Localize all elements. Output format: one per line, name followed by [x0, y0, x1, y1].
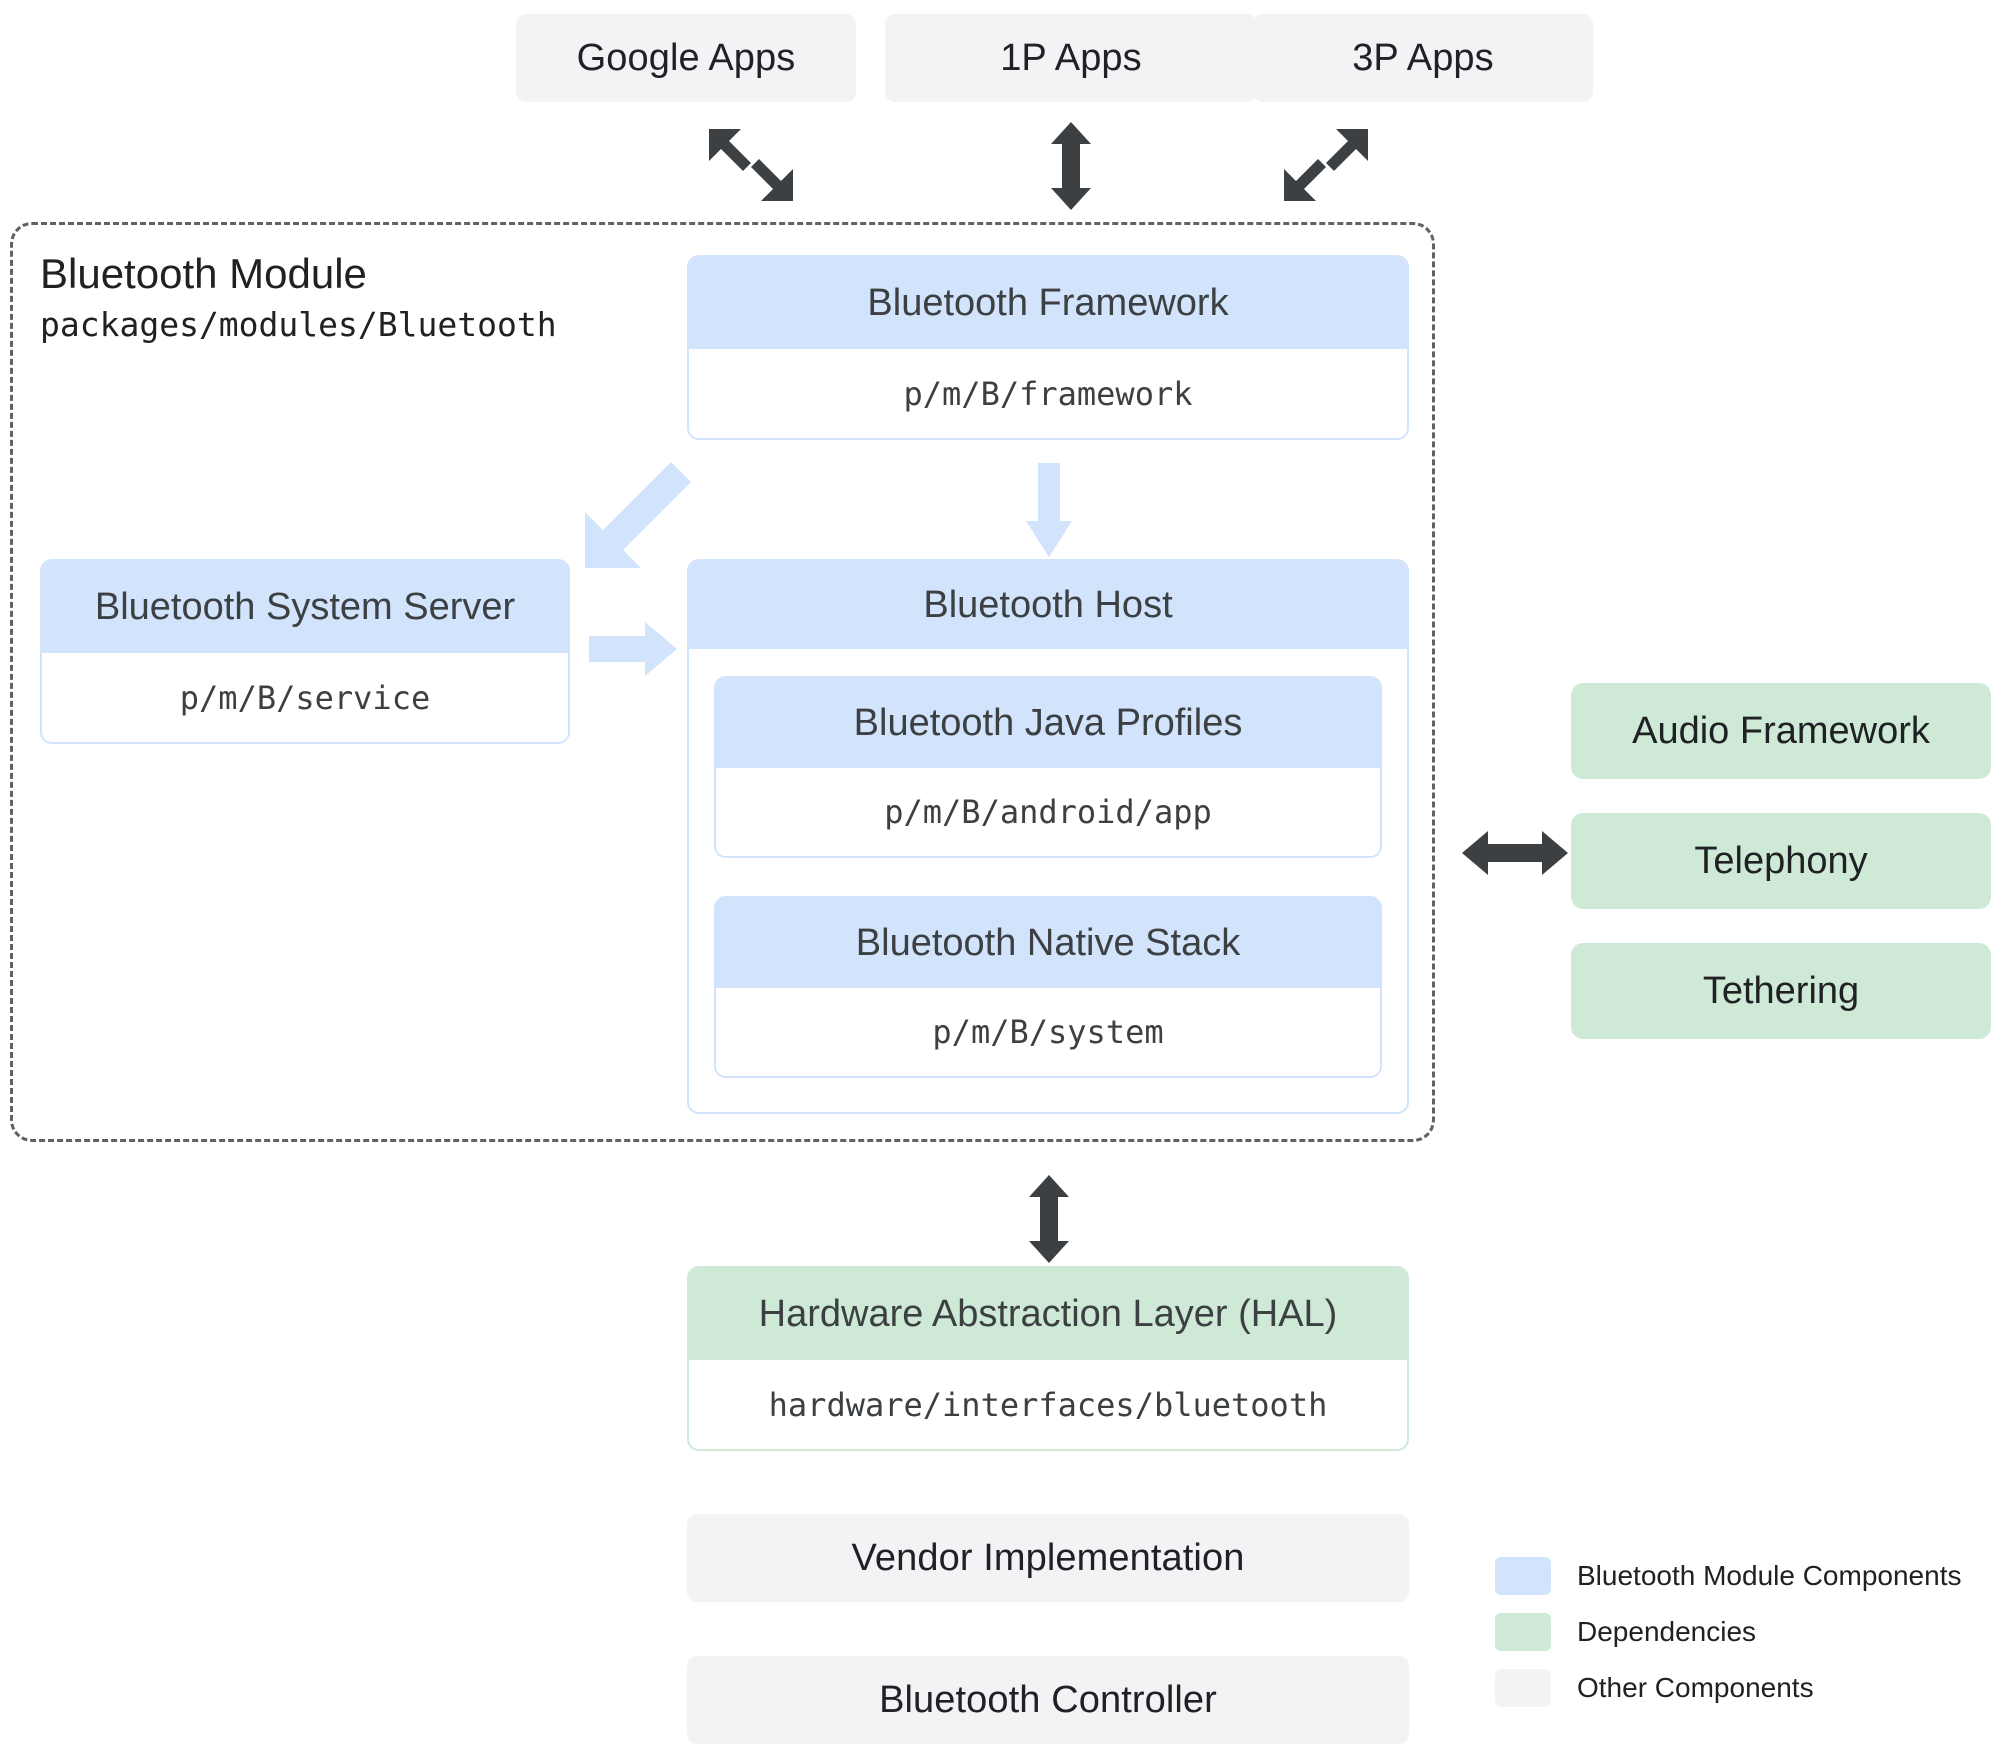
card-bluetooth-framework-path: p/m/B/framework [689, 349, 1407, 438]
legend-label-dependencies: Dependencies [1577, 1616, 1757, 1647]
dependency-box-telephony-label: Telephony [1694, 839, 1868, 882]
arrow-module-to-hal [1029, 1175, 1069, 1263]
app-box-3p-apps[interactable]: 3P Apps [1253, 14, 1593, 102]
legend-swatch-dependencies [1495, 1613, 1551, 1651]
box-vendor-implementation-label: Vendor Implementation [851, 1536, 1245, 1579]
dependency-box-telephony[interactable]: Telephony [1571, 813, 1991, 909]
arrow-1p-apps-to-framework [1051, 122, 1091, 210]
card-bluetooth-native-stack-title: Bluetooth Native Stack [716, 898, 1380, 988]
app-box-google-apps[interactable]: Google Apps [516, 14, 856, 102]
dependency-box-tethering-label: Tethering [1702, 969, 1860, 1012]
bluetooth-module-container [10, 222, 1435, 1142]
app-box-3p-apps-label: 3P Apps [1352, 36, 1494, 79]
box-bluetooth-controller-label: Bluetooth Controller [879, 1678, 1217, 1721]
arrow-framework-to-system-server [585, 462, 691, 568]
legend-item-other-components: Other Components [1495, 1660, 1975, 1716]
card-bluetooth-native-stack-path: p/m/B/system [716, 988, 1380, 1076]
card-bluetooth-framework[interactable]: Bluetooth Framework p/m/B/framework [687, 255, 1409, 440]
arrow-google-apps-to-framework [709, 129, 793, 201]
card-bluetooth-system-server-title: Bluetooth System Server [42, 561, 568, 653]
card-bluetooth-java-profiles[interactable]: Bluetooth Java Profiles p/m/B/android/ap… [714, 676, 1382, 858]
card-hardware-abstraction-layer-path: hardware/interfaces/bluetooth [689, 1360, 1407, 1449]
dependency-box-audio-framework-label: Audio Framework [1632, 709, 1930, 752]
bluetooth-module-title: Bluetooth Module [40, 250, 367, 297]
legend-item-dependencies: Dependencies [1495, 1604, 1975, 1660]
arrow-3p-apps-to-framework [1284, 129, 1368, 201]
box-vendor-implementation[interactable]: Vendor Implementation [687, 1514, 1409, 1602]
legend-label-other-components: Other Components [1577, 1672, 1814, 1703]
arrow-host-to-dependencies [1462, 831, 1568, 875]
card-bluetooth-system-server-path: p/m/B/service [42, 653, 568, 742]
app-box-google-apps-label: Google Apps [576, 36, 796, 79]
legend-swatch-other-components [1495, 1669, 1551, 1707]
card-bluetooth-java-profiles-path: p/m/B/android/app [716, 768, 1380, 856]
card-bluetooth-framework-title: Bluetooth Framework [689, 257, 1407, 349]
legend: Bluetooth Module Components Dependencies… [1495, 1548, 1975, 1716]
legend-swatch-module-components [1495, 1557, 1551, 1595]
legend-label-module-components: Bluetooth Module Components [1577, 1560, 1962, 1591]
arrow-framework-to-host [1026, 463, 1072, 557]
card-bluetooth-host[interactable]: Bluetooth Host Bluetooth Java Profiles p… [687, 559, 1409, 1114]
card-hardware-abstraction-layer[interactable]: Hardware Abstraction Layer (HAL) hardwar… [687, 1266, 1409, 1451]
dependency-box-tethering[interactable]: Tethering [1571, 943, 1991, 1039]
card-hardware-abstraction-layer-title: Hardware Abstraction Layer (HAL) [689, 1268, 1407, 1360]
bluetooth-module-path: packages/modules/Bluetooth [40, 305, 557, 344]
legend-item-module-components: Bluetooth Module Components [1495, 1548, 1975, 1604]
arrow-system-server-to-host [589, 622, 677, 676]
card-bluetooth-java-profiles-title: Bluetooth Java Profiles [716, 678, 1380, 768]
card-bluetooth-system-server[interactable]: Bluetooth System Server p/m/B/service [40, 559, 570, 744]
app-box-1p-apps-label: 1P Apps [1000, 36, 1142, 79]
app-box-1p-apps[interactable]: 1P Apps [885, 14, 1257, 102]
card-bluetooth-native-stack[interactable]: Bluetooth Native Stack p/m/B/system [714, 896, 1382, 1078]
card-bluetooth-host-title: Bluetooth Host [689, 561, 1407, 649]
box-bluetooth-controller[interactable]: Bluetooth Controller [687, 1656, 1409, 1744]
dependency-box-audio-framework[interactable]: Audio Framework [1571, 683, 1991, 779]
